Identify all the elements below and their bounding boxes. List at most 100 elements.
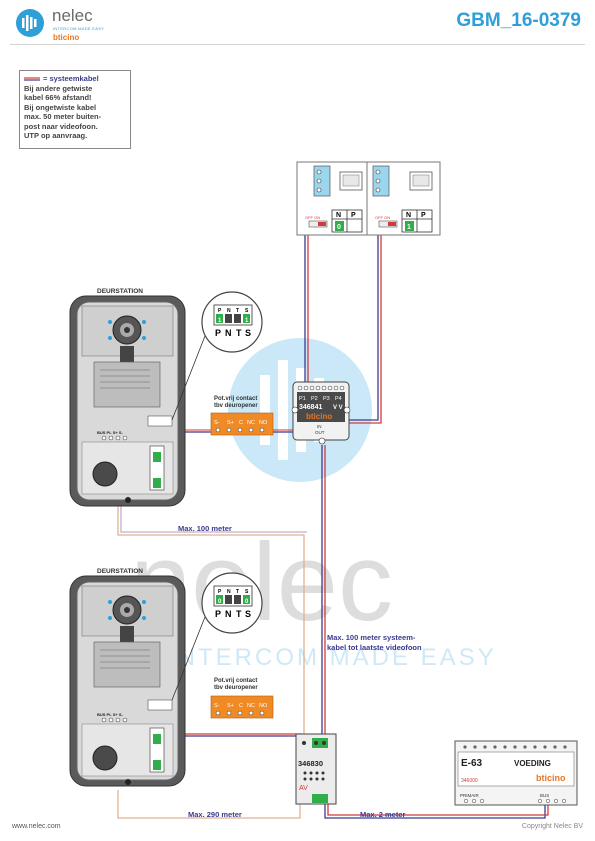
legend-line: kabel 66% afstand! xyxy=(24,93,92,102)
power-bus: BUS xyxy=(540,793,549,798)
bus-interface: 346830 AV xyxy=(295,733,337,805)
legend-line: UTP op aanvraag. xyxy=(24,131,88,140)
interface-code: 346830 xyxy=(298,759,323,768)
monitor-p-label: P xyxy=(351,212,356,219)
cable-label-mid: Max. 100 meter systeem- xyxy=(327,633,416,642)
distributor-in: IN xyxy=(317,424,322,429)
relay-terminal: S+ xyxy=(227,420,234,426)
door-station: DEURSTATION BUS PL S+ S- xyxy=(69,288,186,507)
cable-label-bottom-right: Max. 2 meter xyxy=(360,810,406,819)
relay-terminal: S- xyxy=(214,703,220,709)
brand-sub: bticino xyxy=(53,33,80,42)
logo-icon xyxy=(14,8,48,38)
legend-line: post naar videofoon. xyxy=(24,121,98,131)
legend-line: Bij andere getwiste xyxy=(24,83,93,93)
zoom-caption-n: N xyxy=(225,609,232,619)
zoom-switch-n: N xyxy=(227,589,231,595)
door-button-icon xyxy=(92,461,118,487)
footer-website: www.nelec.com xyxy=(12,823,61,830)
relay-terminal: NO xyxy=(259,420,268,426)
zoom-value: 1 xyxy=(218,318,222,324)
zoom-caption-n: N xyxy=(225,328,232,338)
zoom-switch-s: S xyxy=(245,589,249,595)
zoom-value: 1 xyxy=(245,318,249,324)
door-station: DEURSTATION BUS PL S+ S- xyxy=(69,568,186,787)
dip-switch-zoom: P N T S 1 1 P N T S xyxy=(171,291,263,421)
zoom-switch-s: S xyxy=(245,308,249,314)
monitor-value: 1 xyxy=(407,224,411,231)
brand-name: nelec xyxy=(52,6,93,25)
brand-tagline: INTERCOM MADE EASY xyxy=(53,26,105,31)
power-code: 346000 xyxy=(461,778,478,784)
distributor-port: P3 xyxy=(323,396,330,402)
distributor-port: P1 xyxy=(299,396,306,402)
zoom-caption-t: T xyxy=(236,328,242,338)
relay-terminal: C xyxy=(239,420,243,426)
relay-title: tbv deuropener xyxy=(214,403,258,409)
monitor-switch-label: OFF ON xyxy=(305,215,320,220)
power-title: VOEDING xyxy=(514,759,551,768)
monitor-value: 0 xyxy=(337,224,341,231)
cable-label-top: Max. 100 meter xyxy=(178,524,232,533)
power-brand: bticino xyxy=(536,773,566,783)
monitor-n-label: N xyxy=(406,212,411,219)
monitor-switch-label: OFF ON xyxy=(375,215,390,220)
dip-switch-zoom: P N T S 0 0 P N T S xyxy=(171,572,263,701)
door-switch-block xyxy=(147,415,173,427)
speaker-grille xyxy=(93,641,161,688)
zoom-caption-s: S xyxy=(245,328,251,338)
cable-legend: = systeemkabel Bij andere getwiste kabel… xyxy=(19,70,131,149)
relay-terminal: C xyxy=(239,703,243,709)
door-terminal-label: BUS PL S+ S- xyxy=(97,430,123,435)
zoom-switch-t: T xyxy=(236,308,239,314)
power-primair: PRIMAIR xyxy=(460,793,480,798)
distributor-port: P2 xyxy=(311,396,318,402)
interface-av: AV xyxy=(299,785,308,792)
zoom-caption-s: S xyxy=(245,609,251,619)
speaker-grille xyxy=(93,361,161,408)
video-distributor: P1 P2 P3 P4 346841 V V bticino IN OUT xyxy=(291,381,351,445)
zoom-switch-n: N xyxy=(227,308,231,314)
distributor-vv: V V xyxy=(333,405,343,411)
distributor-out: OUT xyxy=(315,430,325,435)
zoom-switch-p: P xyxy=(218,589,222,595)
footer-copyright: Copyright Nelec BV xyxy=(521,823,583,830)
relay-terminal: NO xyxy=(259,703,268,709)
document-id: GBM_16-0379 xyxy=(456,10,581,31)
monitor-p-label: P xyxy=(421,212,426,219)
monitor-n-label: N xyxy=(336,212,341,219)
legend-line: Bij ongetwiste kabel xyxy=(24,102,97,112)
zoom-caption-p: P xyxy=(215,609,221,619)
cable-label-bottom-left: Max. 290 meter xyxy=(188,810,242,819)
cable-legend-icon xyxy=(24,77,40,81)
distributor-brand: bticino xyxy=(306,412,332,421)
door-station-label: DEURSTATION xyxy=(97,568,143,575)
legend-line: max. 50 meter buiten- xyxy=(24,112,102,121)
relay-title: Pot.vrij contact xyxy=(214,678,257,684)
zoom-value: 0 xyxy=(218,599,222,605)
distributor-port: P4 xyxy=(335,396,342,402)
zoom-value: 0 xyxy=(245,599,249,605)
zoom-switch-p: P xyxy=(218,308,222,314)
power-supply: E-63 VOEDING bticino 346000 PRIMAIR BUS xyxy=(454,740,578,806)
door-station-label: DEURSTATION xyxy=(97,288,143,295)
relay-terminal: S- xyxy=(214,420,220,426)
relay-title: tbv deuropener xyxy=(214,685,258,691)
cable-label-mid: kabel tot laatste videofoon xyxy=(327,643,422,652)
relay-terminal: S+ xyxy=(227,703,234,709)
door-button-icon xyxy=(92,745,118,771)
monitor-unit: OFF ON N P 0 xyxy=(296,161,371,236)
distributor-code: 346841 xyxy=(299,404,322,411)
relay-terminal: NC xyxy=(247,703,255,709)
power-name: E-63 xyxy=(461,758,483,769)
relay-block: Pot.vrij contact tbv deuropener S- S+ C … xyxy=(210,396,274,436)
zoom-caption-p: P xyxy=(215,328,221,338)
relay-block: Pot.vrij contact tbv deuropener S- S+ C … xyxy=(210,678,274,719)
watermark-tagline: INTERCOM MADE EASY xyxy=(168,644,497,671)
zoom-switch-t: T xyxy=(236,589,239,595)
relay-title: Pot.vrij contact xyxy=(214,396,257,402)
zoom-caption-t: T xyxy=(236,609,242,619)
header-divider xyxy=(10,44,585,45)
monitor-unit: OFF ON N P 1 xyxy=(366,161,441,236)
